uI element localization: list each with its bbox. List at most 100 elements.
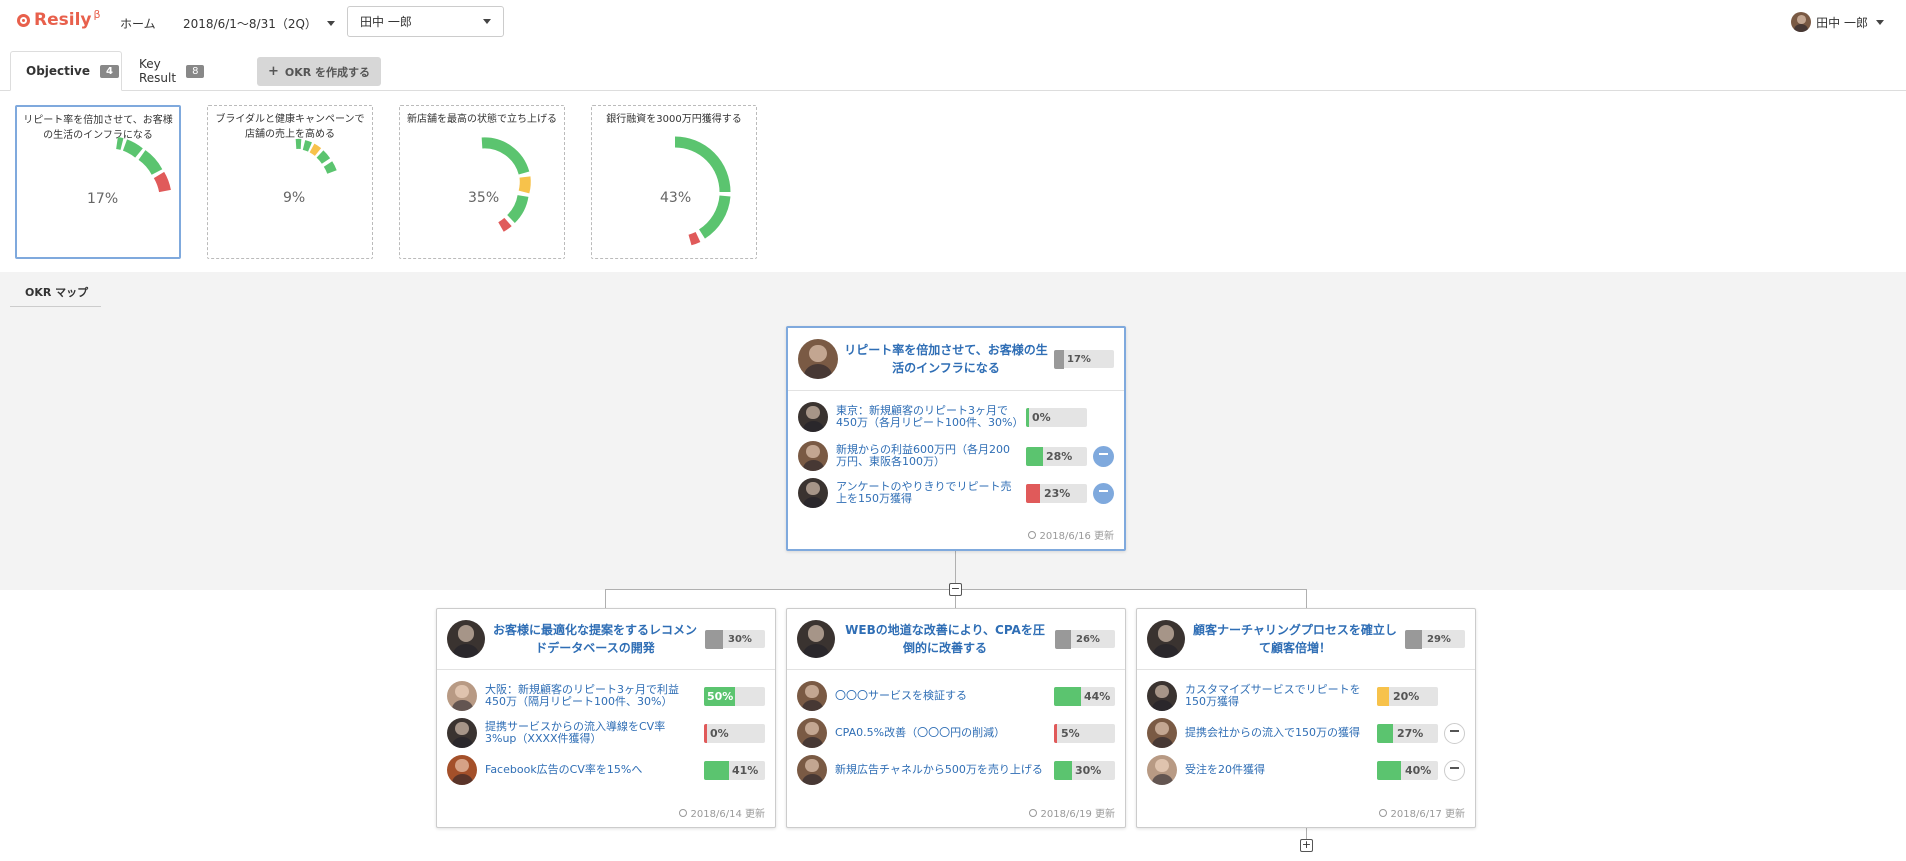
key-result-row[interactable]: アンケートのやりきりでリピート売上を150万獲得 23% bbox=[788, 474, 1124, 512]
progress-bar: 40% bbox=[1377, 760, 1438, 780]
progress-label: 0% bbox=[1032, 410, 1051, 424]
updated-text: 2018/6/17 更新 bbox=[1390, 809, 1465, 820]
objective-card-title: 銀行融資を3000万円獲得する bbox=[606, 114, 742, 125]
progress-bar: 26% bbox=[1055, 630, 1115, 649]
node-title[interactable]: お客様に最適化な提案をするレコメンドデータベースの開発 bbox=[492, 623, 697, 655]
expand-toggle[interactable]: + bbox=[1300, 838, 1313, 852]
kr-text: 提携サービスからの流入導線をCV率3%up（XXXX件獲得） bbox=[485, 720, 666, 745]
node-updated: 2018/6/19 更新 bbox=[1028, 805, 1115, 820]
tree-icon bbox=[1450, 729, 1459, 737]
progress-label: 30% bbox=[728, 633, 752, 645]
progress-fill bbox=[704, 723, 707, 743]
child-tree-button[interactable] bbox=[1444, 722, 1465, 744]
progress-label: 23% bbox=[1044, 486, 1071, 500]
collapse-toggle[interactable]: − bbox=[949, 582, 962, 596]
clock-icon bbox=[1027, 530, 1036, 539]
logo-icon bbox=[17, 13, 30, 27]
okr-node-child[interactable]: WEBの地道な改善により、CPAを圧倒的に改善する 26% 〇〇〇サービスを検証… bbox=[786, 608, 1126, 828]
progress-fill bbox=[1026, 407, 1029, 427]
key-result-row[interactable]: 受注を20件獲得 40% bbox=[1137, 751, 1475, 789]
tree-icon bbox=[1450, 766, 1459, 774]
progress-label: 17% bbox=[1067, 353, 1091, 365]
key-result-row[interactable]: 新規からの利益600万円（各月200万円、東阪各100万） 28% bbox=[788, 438, 1124, 474]
child-tree-button[interactable] bbox=[1093, 482, 1114, 504]
updated-text: 2018/6/14 更新 bbox=[690, 809, 765, 820]
objective-card-percent: 17% bbox=[87, 191, 119, 207]
avatar bbox=[447, 718, 477, 748]
progress-label: 27% bbox=[1397, 726, 1424, 740]
avatar bbox=[797, 681, 827, 711]
period-label: 2018/6/1〜8/31（2Q） bbox=[183, 17, 317, 31]
tree-icon bbox=[1099, 452, 1108, 460]
progress-label: 0% bbox=[710, 726, 729, 740]
key-result-row[interactable]: カスタマイズサービスでリピートを150万獲得 20% bbox=[1137, 677, 1475, 715]
key-result-row[interactable]: 〇〇〇サービスを検証する 44% bbox=[787, 677, 1125, 715]
progress-fill bbox=[705, 630, 723, 649]
avatar bbox=[797, 755, 827, 785]
objective-card-title: リピート率を倍加させて、お客様の生活のインフラになる bbox=[23, 115, 173, 141]
period-dropdown[interactable]: 2018/6/1〜8/31（2Q） bbox=[183, 15, 335, 32]
key-result-row[interactable]: 新規広告チャネルから500万を売り上げる 30% bbox=[787, 751, 1125, 789]
objective-card[interactable]: リピート率を倍加させて、お客様の生活のインフラになる 17% bbox=[15, 105, 181, 259]
objective-card[interactable]: 新店舗を最高の状態で立ち上げる 35% bbox=[399, 105, 565, 259]
okr-node-child[interactable]: 顧客ナーチャリングプロセスを確立して顧客倍増！ 29% カスタマイズサービスでリ… bbox=[1136, 608, 1476, 828]
key-result-row[interactable]: 提携サービスからの流入導線をCV率3%up（XXXX件獲得） 0% bbox=[437, 715, 775, 751]
account-menu[interactable]: 田中 一郎 bbox=[1791, 12, 1884, 32]
tab-objective-label: Objective bbox=[26, 64, 90, 78]
child-tree-button[interactable] bbox=[1093, 445, 1114, 467]
kr-text: カスタマイズサービスでリピートを150万獲得 bbox=[1185, 683, 1361, 708]
kr-text: 大阪：新規顧客のリピート3ヶ月で利益450万（隔月リピート100件、30%） bbox=[485, 683, 679, 708]
node-title[interactable]: WEBの地道な改善により、CPAを圧倒的に改善する bbox=[845, 623, 1045, 655]
progress-fill bbox=[1405, 630, 1422, 649]
key-result-row[interactable]: 大阪：新規顧客のリピート3ヶ月で利益450万（隔月リピート100件、30%） 5… bbox=[437, 677, 775, 715]
updated-text: 2018/6/16 更新 bbox=[1039, 531, 1114, 542]
kr-text: CPA0.5%改善（〇〇〇円の削減） bbox=[835, 726, 1006, 739]
key-result-row[interactable]: CPA0.5%改善（〇〇〇円の削減） 5% bbox=[787, 715, 1125, 751]
progress-bar: 28% bbox=[1026, 446, 1087, 466]
chevron-down-icon bbox=[326, 21, 335, 26]
progress-bar: 0% bbox=[1026, 407, 1087, 427]
objective-card[interactable]: 銀行融資を3000万円獲得する 43% bbox=[591, 105, 757, 259]
key-result-row[interactable]: Facebook広告のCV率を15%へ 41% bbox=[437, 751, 775, 789]
progress-fill bbox=[704, 760, 729, 780]
top-bar: Resily β ホーム 2018/6/1〜8/31（2Q） 田中 一郎 田中 … bbox=[0, 0, 1906, 44]
node-title[interactable]: リピート率を倍加させて、お客様の生活のインフラになる bbox=[844, 343, 1048, 375]
resily-logo[interactable]: Resily β bbox=[17, 7, 101, 30]
avatar bbox=[447, 755, 477, 785]
tab-kr-label: Key Result bbox=[139, 57, 177, 85]
logo-text: Resily bbox=[34, 10, 92, 30]
tab-objective[interactable]: Objective 4 bbox=[10, 51, 122, 91]
objective-card[interactable]: ブライダルと健康キャンペーンで店舗の売上を高める 9% bbox=[207, 105, 373, 259]
okr-node-main[interactable]: リピート率を倍加させて、お客様の生活のインフラになる 17% 東京：新規顧客のリ… bbox=[786, 326, 1126, 551]
objective-card-percent: 35% bbox=[468, 190, 500, 206]
progress-fill bbox=[1377, 723, 1393, 743]
avatar bbox=[447, 620, 485, 658]
user-select[interactable]: 田中 一郎 bbox=[347, 6, 504, 37]
avatar bbox=[798, 478, 828, 508]
key-result-row[interactable]: 提携会社からの流入で150万の獲得 27% bbox=[1137, 715, 1475, 751]
progress-bar: 41% bbox=[704, 760, 765, 780]
progress-bar: 27% bbox=[1377, 723, 1438, 743]
logo-beta: β bbox=[93, 7, 101, 21]
progress-fill bbox=[1377, 686, 1389, 706]
progress-fill bbox=[1026, 483, 1040, 503]
tab-key-result[interactable]: Key Result 8 bbox=[139, 51, 205, 91]
connector-line bbox=[955, 589, 956, 608]
child-tree-button[interactable] bbox=[1444, 759, 1465, 781]
node-title[interactable]: 顧客ナーチャリングプロセスを確立して顧客倍増！ bbox=[1193, 623, 1397, 655]
nav-home-link[interactable]: ホーム bbox=[120, 17, 156, 31]
key-result-row[interactable]: 東京：新規顧客のリピート3ヶ月で450万（各月リピート100件、30%） 0% bbox=[788, 398, 1124, 436]
objective-card-percent: 43% bbox=[660, 190, 692, 206]
avatar bbox=[798, 441, 828, 471]
create-okr-button[interactable]: + OKR を作成する bbox=[257, 57, 381, 86]
progress-label: 40% bbox=[1405, 763, 1432, 777]
okr-node-child[interactable]: お客様に最適化な提案をするレコメンドデータベースの開発 30% 大阪：新規顧客の… bbox=[436, 608, 776, 828]
avatar bbox=[797, 718, 827, 748]
clock-icon bbox=[678, 808, 687, 817]
progress-bar: 30% bbox=[705, 630, 765, 649]
tab-okr-map[interactable]: OKR マップ bbox=[10, 277, 101, 307]
progress-label: 29% bbox=[1427, 633, 1451, 645]
kr-text: Facebook広告のCV率を15%へ bbox=[485, 763, 643, 776]
node-header: 顧客ナーチャリングプロセスを確立して顧客倍増！ 29% bbox=[1137, 609, 1475, 670]
connector-line bbox=[1306, 589, 1307, 608]
